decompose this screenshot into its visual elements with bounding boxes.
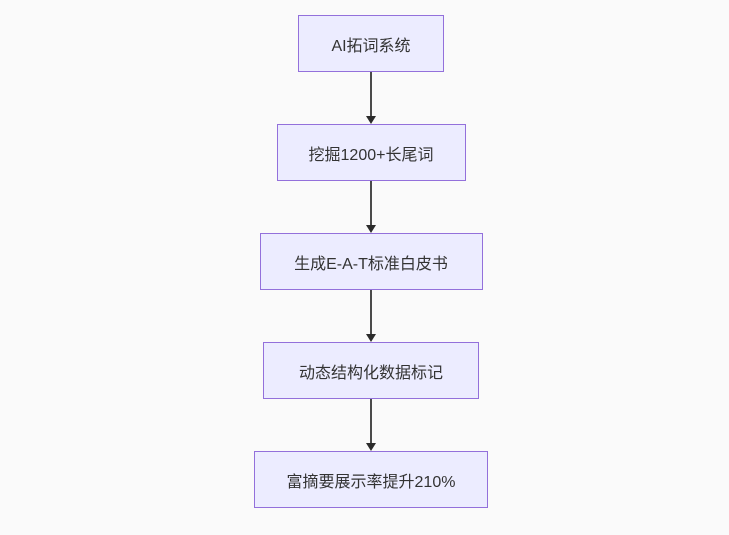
node-label: AI拓词系统 bbox=[331, 37, 411, 55]
node-label: 动态结构化数据标记 bbox=[298, 364, 443, 382]
flow-node-ai-keyword-system: AI拓词系统 bbox=[298, 15, 444, 72]
flow-edge-2 bbox=[365, 181, 377, 233]
arrowhead-down-icon bbox=[366, 225, 376, 233]
flow-edge-3 bbox=[365, 290, 377, 342]
node-label: 生成E-A-T标准白皮书 bbox=[294, 255, 448, 273]
flow-node-longtail-mining: 挖掘1200+长尾词 bbox=[276, 124, 466, 181]
flow-node-rich-snippet-uplift: 富摘要展示率提升210% bbox=[254, 451, 488, 508]
flow-node-structured-data-markup: 动态结构化数据标记 bbox=[263, 342, 479, 399]
flow-edge-4 bbox=[365, 399, 377, 451]
flow-edge-1 bbox=[365, 72, 377, 124]
edge-line bbox=[370, 181, 372, 228]
edge-line bbox=[370, 290, 372, 337]
arrowhead-down-icon bbox=[366, 443, 376, 451]
edge-line bbox=[370, 399, 372, 446]
node-label: 挖掘1200+长尾词 bbox=[308, 146, 434, 164]
node-label: 富摘要展示率提升210% bbox=[286, 473, 456, 491]
arrowhead-down-icon bbox=[366, 334, 376, 342]
arrowhead-down-icon bbox=[366, 116, 376, 124]
flow-node-eat-whitepaper: 生成E-A-T标准白皮书 bbox=[259, 233, 483, 290]
flowchart: AI拓词系统 挖掘1200+长尾词 生成E-A-T标准白皮书 动态结构化数据标记 bbox=[254, 15, 488, 508]
edge-line bbox=[370, 72, 372, 119]
